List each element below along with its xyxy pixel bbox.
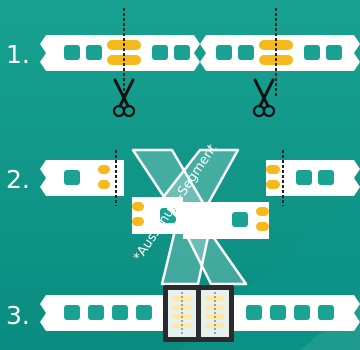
strip-hole <box>174 45 190 60</box>
strip-hole <box>112 305 128 320</box>
solder-pad <box>256 207 269 216</box>
scissors-icon <box>252 78 276 118</box>
step-2: 2. <box>6 142 360 286</box>
strip-hole <box>64 45 80 60</box>
strip-hole <box>326 45 342 60</box>
strip-hole <box>318 170 334 185</box>
solder-pad <box>266 165 280 174</box>
step-1-label: 1. <box>6 40 30 69</box>
step-1: 1. <box>6 8 360 118</box>
strip-hole <box>232 212 248 227</box>
solder-pad <box>98 165 110 174</box>
step-2-strip-right <box>266 150 360 206</box>
strip-hole <box>136 305 152 320</box>
solder-pad <box>266 180 280 189</box>
strip-hole <box>304 45 320 60</box>
led-chip <box>205 296 225 301</box>
connector-housing <box>163 285 234 342</box>
reject-segment <box>132 197 269 239</box>
reject-segment-right <box>183 202 269 239</box>
strip-hole <box>86 45 102 60</box>
step-2-strip-left <box>40 150 124 206</box>
strip-hole <box>88 305 104 320</box>
solder-pad <box>256 222 269 231</box>
scissors-icon <box>112 78 136 118</box>
led-chip <box>172 296 192 301</box>
step-3-label: 3. <box>6 301 30 330</box>
solder-pad <box>132 202 144 211</box>
strip-hole <box>64 170 80 185</box>
solder-pad <box>98 180 110 189</box>
x-mark-icon <box>131 148 248 286</box>
strip-hole <box>318 305 334 320</box>
step-3: 3. <box>6 285 360 342</box>
strip-hole <box>152 45 168 60</box>
strip-hole <box>246 305 262 320</box>
solder-pad <box>132 217 144 226</box>
step-2-label: 2. <box>6 165 30 194</box>
strip-hole <box>216 45 232 60</box>
led-chip <box>172 305 192 310</box>
step-1-strip-right <box>200 8 360 98</box>
strip-hole <box>64 305 80 320</box>
strip-hole <box>270 305 286 320</box>
led-chip <box>205 305 225 310</box>
strip-hole <box>238 45 254 60</box>
strip-hole <box>294 305 310 320</box>
strip-hole <box>296 170 312 185</box>
step-1-strip-left <box>40 8 200 98</box>
